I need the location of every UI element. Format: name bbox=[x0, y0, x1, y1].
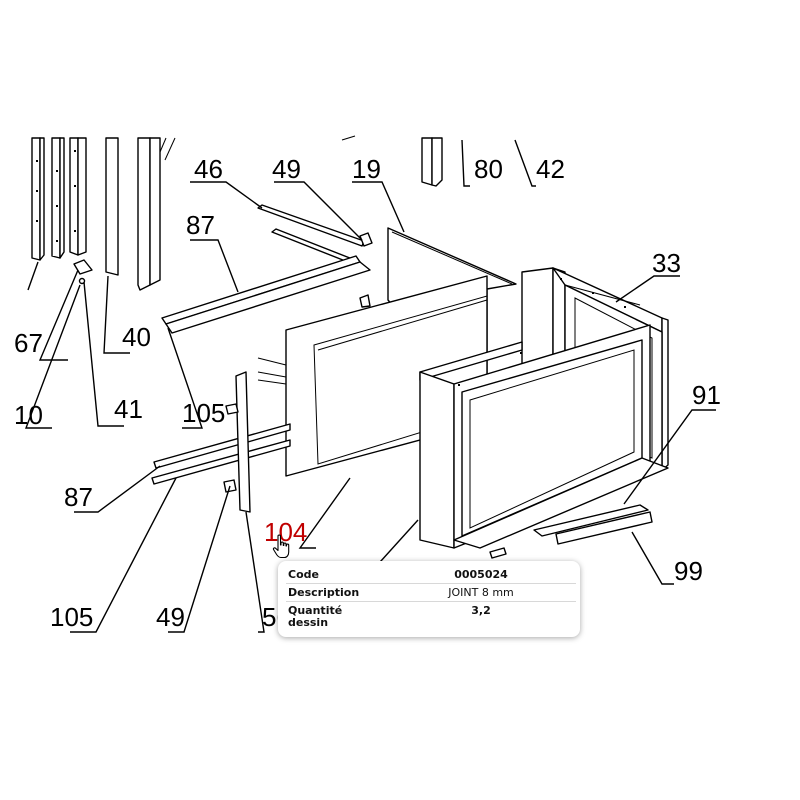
part-label-105-bottom[interactable]: 105 bbox=[50, 602, 93, 632]
lower-long-rails bbox=[151, 371, 291, 513]
part-label-40[interactable]: 40 bbox=[122, 322, 151, 352]
description-value: JOINT 8 mm bbox=[448, 586, 514, 599]
part-label-105-top[interactable]: 105 bbox=[182, 398, 225, 428]
part-label-80[interactable]: 80 bbox=[474, 154, 503, 184]
part-details-tooltip: Code 0005024 Description JOINT 8 mm Quan… bbox=[278, 561, 580, 637]
top-rails bbox=[341, 135, 443, 187]
part-labels: 67 40 10 41 46 49 19 80 42 87 33 105 91 … bbox=[14, 154, 721, 632]
part-label-46[interactable]: 46 bbox=[194, 154, 223, 184]
quantity-key-line2: dessin bbox=[288, 616, 329, 629]
tooltip-row-description: Description JOINT 8 mm bbox=[286, 583, 576, 602]
tooltip-row-quantity: Quantité dessin 3,2 bbox=[286, 601, 576, 633]
quantity-key-line1: Quantité bbox=[288, 604, 343, 617]
code-value: 0005024 bbox=[454, 568, 508, 581]
part-label-19[interactable]: 19 bbox=[352, 154, 381, 184]
bar-99 bbox=[489, 504, 653, 559]
leader-lines bbox=[24, 139, 716, 633]
part-label-99[interactable]: 99 bbox=[674, 556, 703, 586]
description-key: Description bbox=[288, 586, 360, 599]
part-label-33[interactable]: 33 bbox=[652, 248, 681, 278]
part-label-91[interactable]: 91 bbox=[692, 380, 721, 410]
part-label-104[interactable]: 104 bbox=[264, 517, 307, 547]
part-label-87-top[interactable]: 87 bbox=[186, 210, 215, 240]
part-label-10[interactable]: 10 bbox=[14, 400, 43, 430]
code-key: Code bbox=[288, 568, 319, 581]
part-label-87-bottom[interactable]: 87 bbox=[64, 482, 93, 512]
angle-bars-upper bbox=[161, 204, 373, 334]
hand-pointer-icon bbox=[272, 534, 290, 559]
quantity-value: 3,2 bbox=[471, 604, 491, 617]
part-label-49-bottom[interactable]: 49 bbox=[156, 602, 185, 632]
tooltip-row-code: Code 0005024 bbox=[286, 565, 576, 584]
left-vertical-rails bbox=[31, 137, 176, 291]
part-label-49-top[interactable]: 49 bbox=[272, 154, 301, 184]
part-label-67[interactable]: 67 bbox=[14, 328, 43, 358]
box-frame bbox=[419, 267, 669, 549]
part-label-41[interactable]: 41 bbox=[114, 394, 143, 424]
part-label-42[interactable]: 42 bbox=[536, 154, 565, 184]
